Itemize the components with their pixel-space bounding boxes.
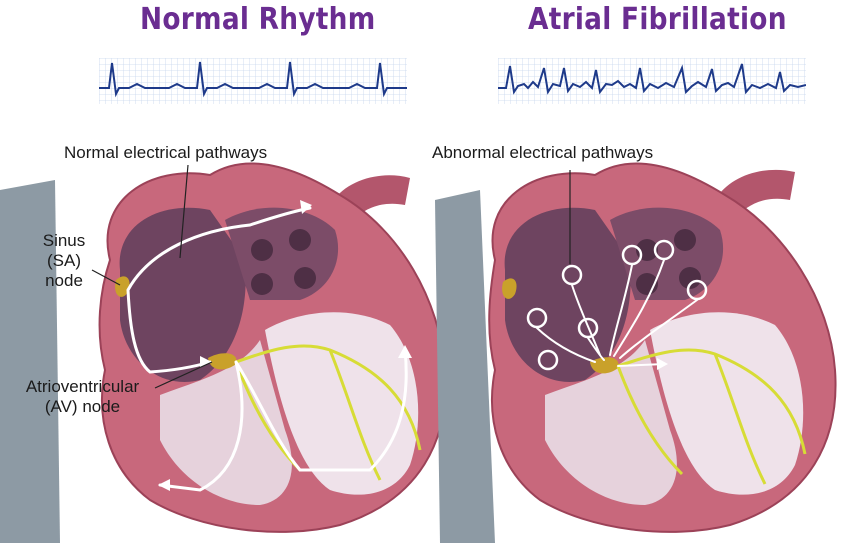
pulmonary-vein-opening — [251, 239, 273, 261]
sa-node-label-line: node — [36, 271, 92, 291]
pulmonary-vein-opening — [251, 273, 273, 295]
av-node-label-line: Atrioventricular — [10, 377, 155, 397]
av-node-label-line: (AV) node — [10, 397, 155, 417]
aorta-vessel-right — [435, 190, 495, 543]
pulmonary-vein-opening — [289, 229, 311, 251]
pulmonary-vein-opening — [674, 229, 696, 251]
av-node-label: Atrioventricular (AV) node — [10, 377, 155, 417]
pulmonary-vein-opening — [294, 267, 316, 289]
sa-node-label: Sinus (SA) node — [36, 231, 92, 291]
sa-node-label-line: Sinus — [36, 231, 92, 251]
normal-pathways-label: Normal electrical pathways — [64, 143, 267, 163]
normal-heart-illustration — [0, 164, 446, 543]
afib-heart-illustration — [435, 164, 836, 543]
abnormal-pathways-label: Abnormal electrical pathways — [432, 143, 653, 163]
sa-node-label-line: (SA) — [36, 251, 92, 271]
